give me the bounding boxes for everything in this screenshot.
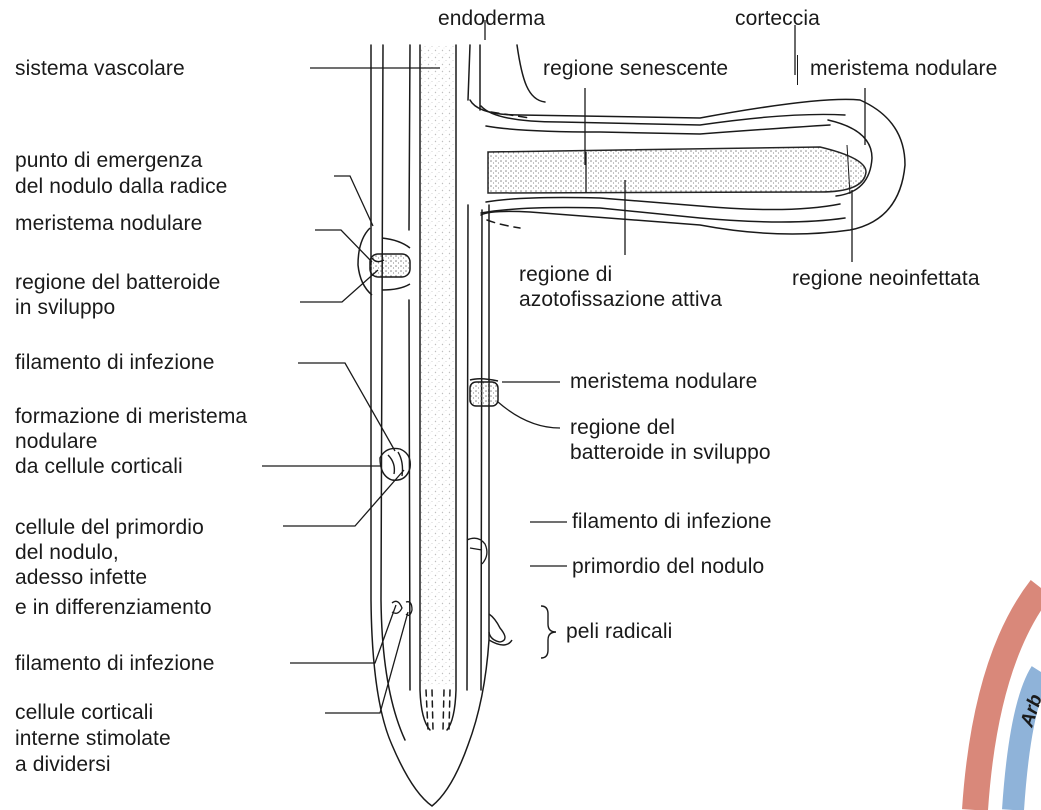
label-cellule-primordio-1: cellule del primordio xyxy=(15,516,204,539)
label-meristema-nodulare-right: meristema nodulare xyxy=(570,370,757,393)
label-primordio-nodulo: primordio del nodulo xyxy=(572,555,764,578)
label-peli-radicali: peli radicali xyxy=(566,620,672,643)
label-corteccia: corteccia xyxy=(735,7,820,30)
label-punto-emergenza-2: del nodulo dalla radice xyxy=(15,175,227,198)
label-meristema-nodulare-top: meristema nodulare xyxy=(810,57,997,80)
label-endoderma: endoderma xyxy=(438,7,545,30)
label-separator xyxy=(797,55,798,85)
label-regione-batteroide-left-2: in sviluppo xyxy=(15,296,115,319)
label-formazione-1: formazione di meristema xyxy=(15,405,247,428)
vascular-stipple xyxy=(421,45,455,685)
label-punto-emergenza-1: punto di emergenza xyxy=(15,149,202,172)
label-formazione-2: nodulare xyxy=(15,430,98,453)
label-cellule-corticali-3: a dividersi xyxy=(15,753,111,776)
label-regione-batteroide-left-1: regione del batteroide xyxy=(15,271,220,294)
label-cellule-primordio-2: del nodulo, xyxy=(15,541,119,564)
label-regione-batteroide-right-1: regione del xyxy=(570,416,675,439)
label-regione-senescente: regione senescente xyxy=(543,57,728,80)
label-filamento-right: filamento di infezione xyxy=(572,510,772,533)
left-young-nodule xyxy=(358,228,410,295)
right-primordium xyxy=(467,538,487,564)
label-regione-azoto-2: azotofissazione attiva xyxy=(519,288,722,311)
right-young-nodule xyxy=(470,379,498,406)
label-regione-batteroide-right-2: batteroide in sviluppo xyxy=(570,441,771,464)
label-cellule-corticali-2: interne stimolate xyxy=(15,727,171,750)
cortical-meristem xyxy=(380,448,410,480)
label-regione-neoinfettata: regione neoinfettata xyxy=(792,267,980,290)
label-cellule-corticali-1: cellule corticali xyxy=(15,701,153,724)
label-filamento-left-2: filamento di infezione xyxy=(15,652,215,675)
root-hair xyxy=(489,614,512,645)
leader-lines xyxy=(262,20,865,713)
label-regione-azoto-1: regione di xyxy=(519,263,612,286)
label-cellule-primordio-4: e in differenziamento xyxy=(15,596,212,619)
watermark-logo: Arb xyxy=(975,588,1041,810)
label-cellule-primordio-3: adesso infette xyxy=(15,566,147,589)
infected-zone xyxy=(488,147,866,193)
peli-brace xyxy=(541,606,556,658)
label-sistema-vascolare: sistema vascolare xyxy=(15,57,185,80)
label-formazione-3: da cellule corticali xyxy=(15,455,183,478)
label-meristema-nodulare-left: meristema nodulare xyxy=(15,212,202,235)
label-filamento-left-1: filamento di infezione xyxy=(15,351,215,374)
